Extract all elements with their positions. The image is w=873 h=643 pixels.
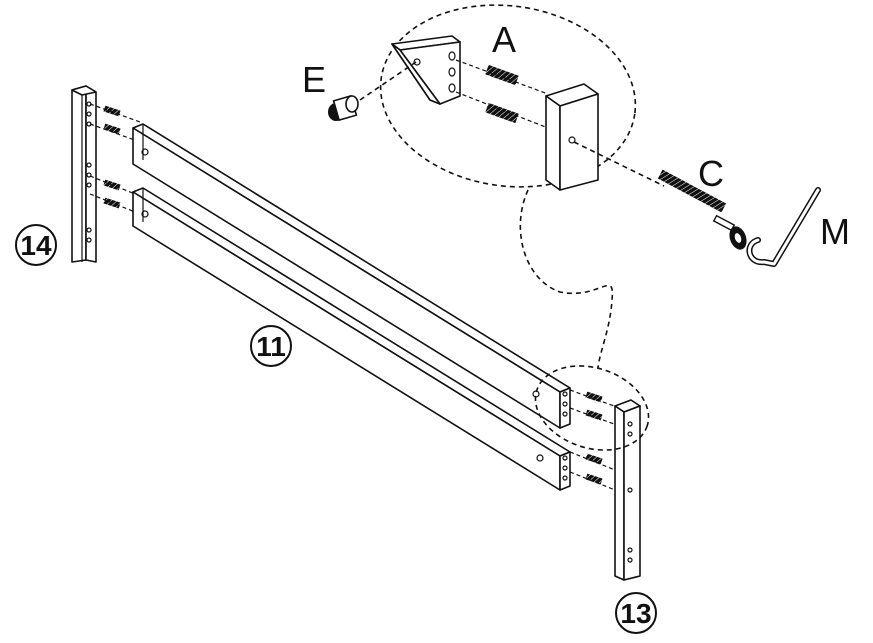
- left-post: [71, 85, 97, 263]
- dowel-label: A: [492, 19, 516, 60]
- bolt-icon: [657, 169, 747, 250]
- detail-callout: [328, 4, 821, 451]
- left-dowels: [89, 103, 141, 215]
- right-post: [614, 399, 641, 581]
- rail-number: 11: [256, 331, 286, 362]
- barrel-nut-label: E: [302, 59, 326, 100]
- allen-key-icon: [746, 187, 821, 267]
- right-post-number: 13: [620, 598, 651, 629]
- allen-key-label: M: [820, 211, 850, 252]
- callout-left-post: 14: [15, 224, 57, 266]
- bolt-label: C: [698, 153, 724, 194]
- barrel-nut-icon: [328, 94, 359, 122]
- upper-rail: [132, 123, 571, 429]
- lower-rail: [132, 187, 571, 491]
- callout-rail: 11: [250, 325, 292, 367]
- callout-right-post: 13: [615, 592, 657, 634]
- left-post-number: 14: [20, 230, 52, 261]
